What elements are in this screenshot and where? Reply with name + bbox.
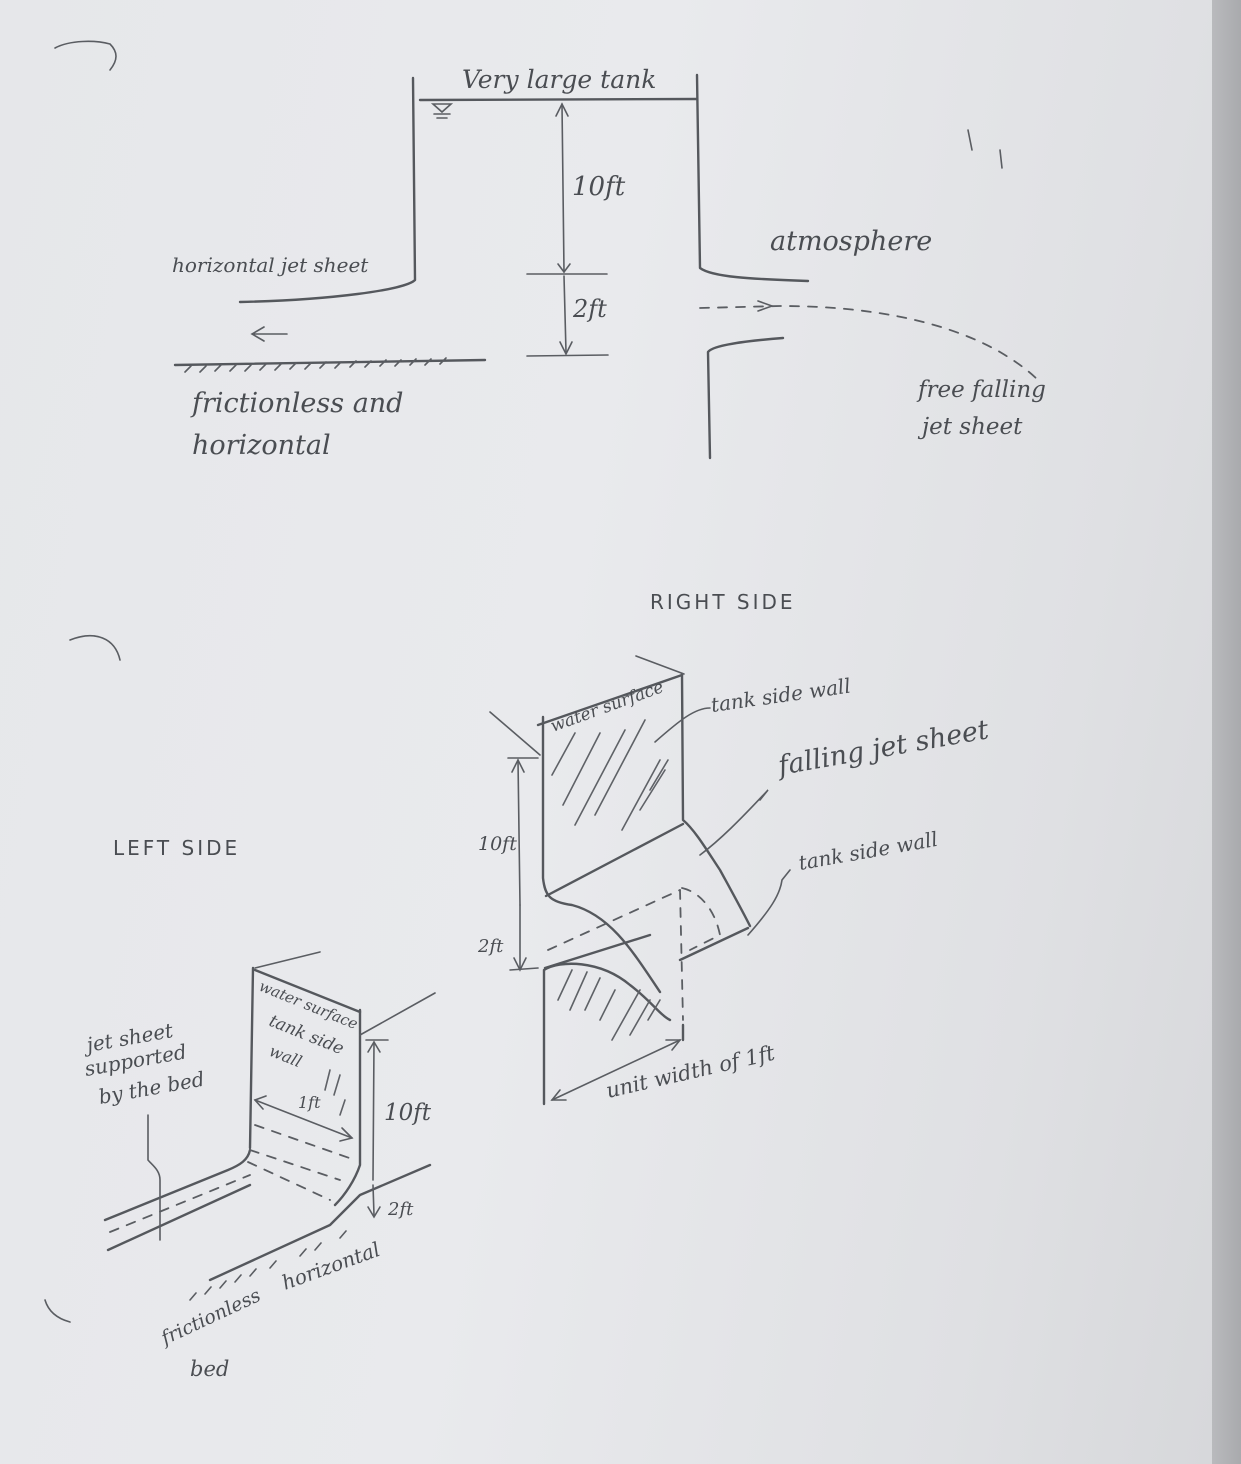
rs-unit-width-label: unit width of 1ft bbox=[604, 1041, 778, 1103]
atmosphere-label: atmosphere bbox=[770, 226, 932, 257]
ls-dim-arrow-top bbox=[367, 1040, 381, 1053]
rs-outlet-top-edge bbox=[544, 822, 685, 898]
rs-unit-width-arrow-left bbox=[550, 1089, 567, 1101]
ls-bed-label-line2: bed bbox=[190, 1357, 229, 1381]
stray-mark-bottom-left bbox=[44, 1299, 71, 1323]
rs-height-2ft-label: 2ft bbox=[477, 936, 504, 957]
rs-hidden-edge-2 bbox=[679, 889, 684, 1021]
bed-line bbox=[173, 358, 487, 367]
rs-water-hatching bbox=[551, 719, 669, 831]
ls-width-arrow-left bbox=[253, 1095, 267, 1110]
rs-unit-width-arrow-right bbox=[665, 1039, 682, 1051]
tank-right-wall bbox=[695, 73, 810, 283]
dim-2ft-line bbox=[563, 275, 567, 353]
ls-width-arrow-right bbox=[339, 1127, 354, 1142]
horizontal-jet-label: horizontal jet sheet bbox=[172, 253, 369, 277]
ls-back-wall-left bbox=[248, 966, 255, 1150]
rs-dim-10ft-line bbox=[517, 759, 521, 906]
rs-dim-tick-bottom bbox=[509, 967, 539, 971]
rs-hidden-jet bbox=[681, 887, 722, 951]
ls-horizontal-label: horizontal bbox=[279, 1237, 384, 1295]
ls-tank-side-wall-line2: wall bbox=[267, 1041, 305, 1071]
rs-leader-side-wall-lower bbox=[747, 869, 791, 936]
left-jet-arrow bbox=[250, 326, 288, 342]
water-surface-line bbox=[418, 97, 699, 102]
rs-water-surface-label: water surface bbox=[548, 677, 667, 736]
ls-bed-back-edge bbox=[106, 1183, 252, 1252]
rs-top-extension-left bbox=[489, 711, 541, 756]
rs-jet-edge bbox=[678, 926, 750, 962]
tank-right-lower-wall bbox=[706, 336, 785, 460]
ls-top-edge bbox=[253, 968, 362, 1014]
right-side-title: RIGHT SIDE bbox=[650, 590, 796, 614]
bed-label-line1: frictionless and bbox=[190, 388, 403, 419]
rs-unit-width-line bbox=[551, 1039, 681, 1101]
ls-height-10ft-label: 10ft bbox=[384, 1100, 432, 1126]
ls-back-wall-right bbox=[333, 1008, 362, 1207]
ls-wall-hatching bbox=[324, 1069, 346, 1116]
dim-arrow-mid bbox=[557, 263, 571, 274]
ls-hidden-line-1 bbox=[249, 1149, 341, 1181]
ls-inner-corner bbox=[103, 1148, 252, 1222]
water-surface-symbol bbox=[430, 103, 454, 119]
ls-width-line bbox=[254, 1099, 353, 1139]
rs-leader-side-wall bbox=[654, 707, 711, 743]
ls-bed-label-line1: frictionless bbox=[156, 1284, 264, 1350]
ls-hidden-line-4 bbox=[109, 1174, 251, 1233]
ls-width-label: 1ft bbox=[298, 1093, 321, 1112]
rs-leader-falling-jet bbox=[699, 789, 769, 856]
rs-hidden-edge-1 bbox=[547, 889, 681, 951]
free-fall-label-line1: free falling bbox=[916, 377, 1046, 403]
free-jet-trajectory bbox=[699, 305, 1041, 383]
ls-dim-2ft-line bbox=[372, 1184, 375, 1216]
ls-dim-arrow-bottom bbox=[367, 1206, 381, 1219]
rs-falling-jet-label: falling jet sheet bbox=[774, 714, 991, 782]
bed-label-line2: horizontal bbox=[192, 430, 331, 461]
rs-front-edge bbox=[541, 715, 662, 994]
page-edge bbox=[1212, 0, 1241, 1464]
tank-left-wall bbox=[238, 76, 417, 304]
ls-hidden-line-2 bbox=[247, 1161, 331, 1201]
ls-top-extension bbox=[359, 992, 436, 1036]
ls-top-extension-left bbox=[254, 951, 321, 969]
ls-height-2ft-label: 2ft bbox=[387, 1199, 414, 1220]
ls-hidden-line-3 bbox=[254, 1124, 356, 1161]
dim-tick-bottom bbox=[526, 354, 609, 357]
dim-arrow-bottom bbox=[559, 341, 573, 356]
left-side-sketch bbox=[103, 951, 436, 1301]
rs-tank-side-wall-label: tank side wall bbox=[709, 674, 852, 717]
ls-dim-10ft-line bbox=[372, 1041, 375, 1181]
rs-dim-arrow-top bbox=[511, 758, 525, 773]
bed-hatching bbox=[184, 357, 447, 373]
rs-tank-side-wall-lower-label: tank side wall bbox=[797, 827, 940, 875]
height-10ft-label: 10ft bbox=[572, 172, 626, 202]
tank-label: Very large tank bbox=[462, 65, 656, 94]
dim-arrow-top bbox=[555, 102, 569, 117]
stray-mark-top-left bbox=[54, 40, 117, 71]
height-2ft-label: 2ft bbox=[572, 295, 607, 323]
right-side-sketch bbox=[489, 655, 791, 1106]
left-side-title: LEFT SIDE bbox=[113, 836, 240, 860]
rs-height-10ft-label: 10ft bbox=[478, 833, 517, 855]
top-tank-diagram bbox=[173, 73, 1041, 460]
ls-jet-leader bbox=[147, 1114, 161, 1241]
rs-jet-lower-edge bbox=[543, 933, 652, 970]
dim-10ft-line bbox=[561, 103, 565, 273]
stray-mark-right bbox=[967, 129, 1003, 169]
right-jet-arrowhead bbox=[757, 300, 775, 312]
rs-back-edge bbox=[680, 672, 752, 928]
rs-top-edge bbox=[536, 673, 684, 727]
ls-bed-hatching bbox=[189, 1230, 347, 1301]
ls-front-bed-edge bbox=[208, 1163, 432, 1282]
stray-mark-mid-left bbox=[69, 635, 121, 661]
rs-top-extension-right bbox=[635, 655, 685, 675]
rs-lower-hatching bbox=[557, 969, 661, 1041]
free-fall-label-line2: jet sheet bbox=[917, 414, 1023, 440]
